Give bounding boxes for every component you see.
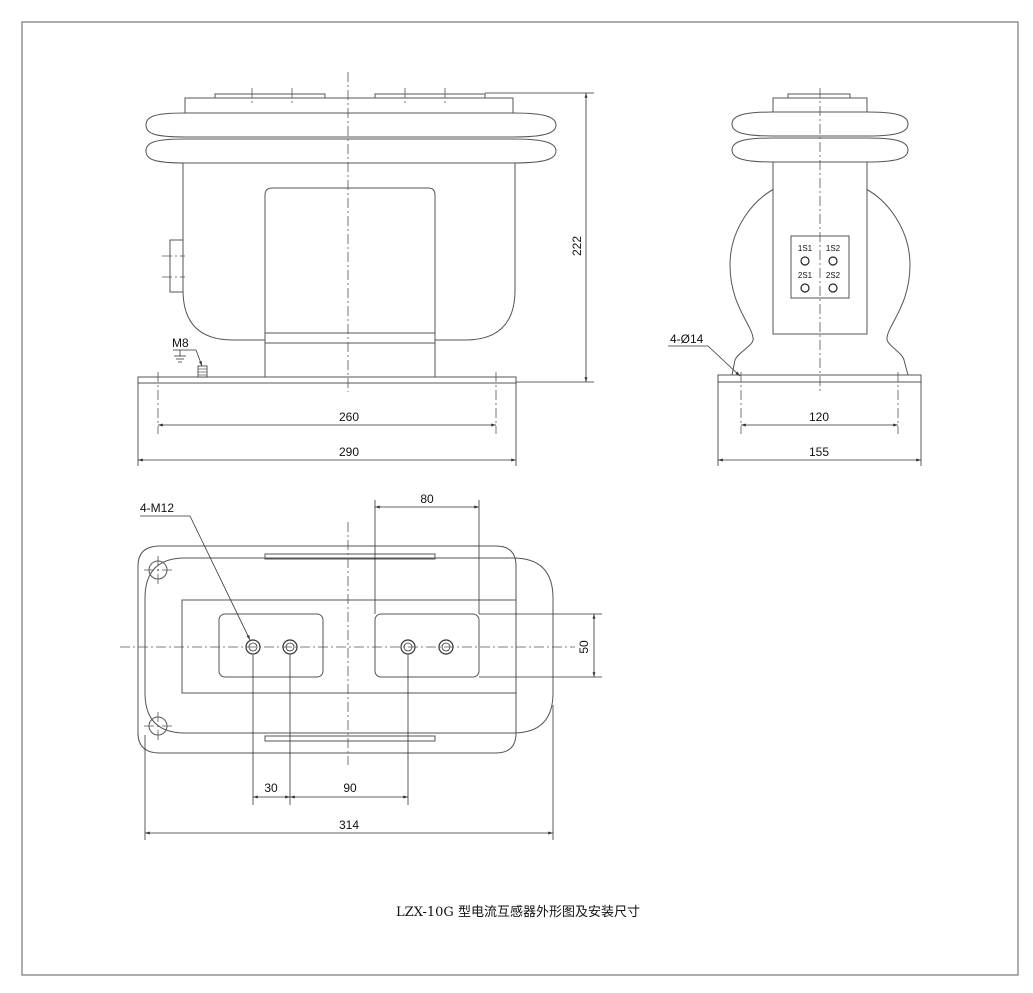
ground-label: M8 xyxy=(172,336,189,350)
core-band xyxy=(264,332,436,344)
height-dimension-label: 222 xyxy=(570,236,584,256)
top-plate-right xyxy=(374,93,486,99)
bolt-spacing-120-label: 120 xyxy=(809,410,829,424)
primary-plate-right xyxy=(374,613,480,678)
core-lower xyxy=(264,342,436,378)
ground-bolt xyxy=(197,365,208,378)
base-width-155-label: 155 xyxy=(809,445,829,459)
bolt-spacing-260-label: 260 xyxy=(339,410,359,424)
main-body xyxy=(182,162,516,341)
top-plate-left xyxy=(214,93,326,99)
side-boss xyxy=(169,239,184,293)
window-width-80-label: 80 xyxy=(420,492,434,506)
pitch-30-label: 30 xyxy=(264,781,278,795)
terminal-1s2-label: 1S2 xyxy=(826,244,841,253)
top-cap xyxy=(184,97,514,114)
base-width-290-label: 290 xyxy=(339,445,359,459)
shed-lower xyxy=(145,138,557,164)
thread-label: 4-M12 xyxy=(140,501,174,515)
terminal-2s1-label: 2S1 xyxy=(798,271,813,280)
side-view: 1S1 1S2 2S1 2S2 4-Ø14 120 155 xyxy=(668,88,922,466)
base-plate xyxy=(137,376,517,384)
mounting-hole-label: 4-Ø14 xyxy=(670,332,704,346)
front-view: M8 222 260 290 xyxy=(137,72,594,466)
pitch-90-label: 90 xyxy=(343,781,357,795)
terminal-2s2-label: 2S2 xyxy=(826,271,841,280)
overall-length-314-label: 314 xyxy=(339,818,359,832)
primary-plate-left xyxy=(218,613,324,678)
side-base-plate xyxy=(717,374,922,383)
drawing-frame xyxy=(21,21,1019,976)
terminal-1s2 xyxy=(828,256,838,266)
terminal-1s1-label: 1S1 xyxy=(798,244,813,253)
drawing-caption: LZX-10G 型电流互感器外形图及安装尺寸 xyxy=(396,904,640,920)
window-height-50-label: 50 xyxy=(577,640,591,654)
terminal-2s1 xyxy=(800,283,810,293)
plan-base-plate xyxy=(137,545,517,754)
shed-upper xyxy=(145,112,557,138)
terminal-2s2 xyxy=(828,283,838,293)
plan-view: 4-M12 80 50 30 90 314 xyxy=(120,492,602,840)
plan-body-outline xyxy=(144,557,554,734)
plan-inner-frame xyxy=(181,599,517,694)
terminal-1s1 xyxy=(800,256,810,266)
